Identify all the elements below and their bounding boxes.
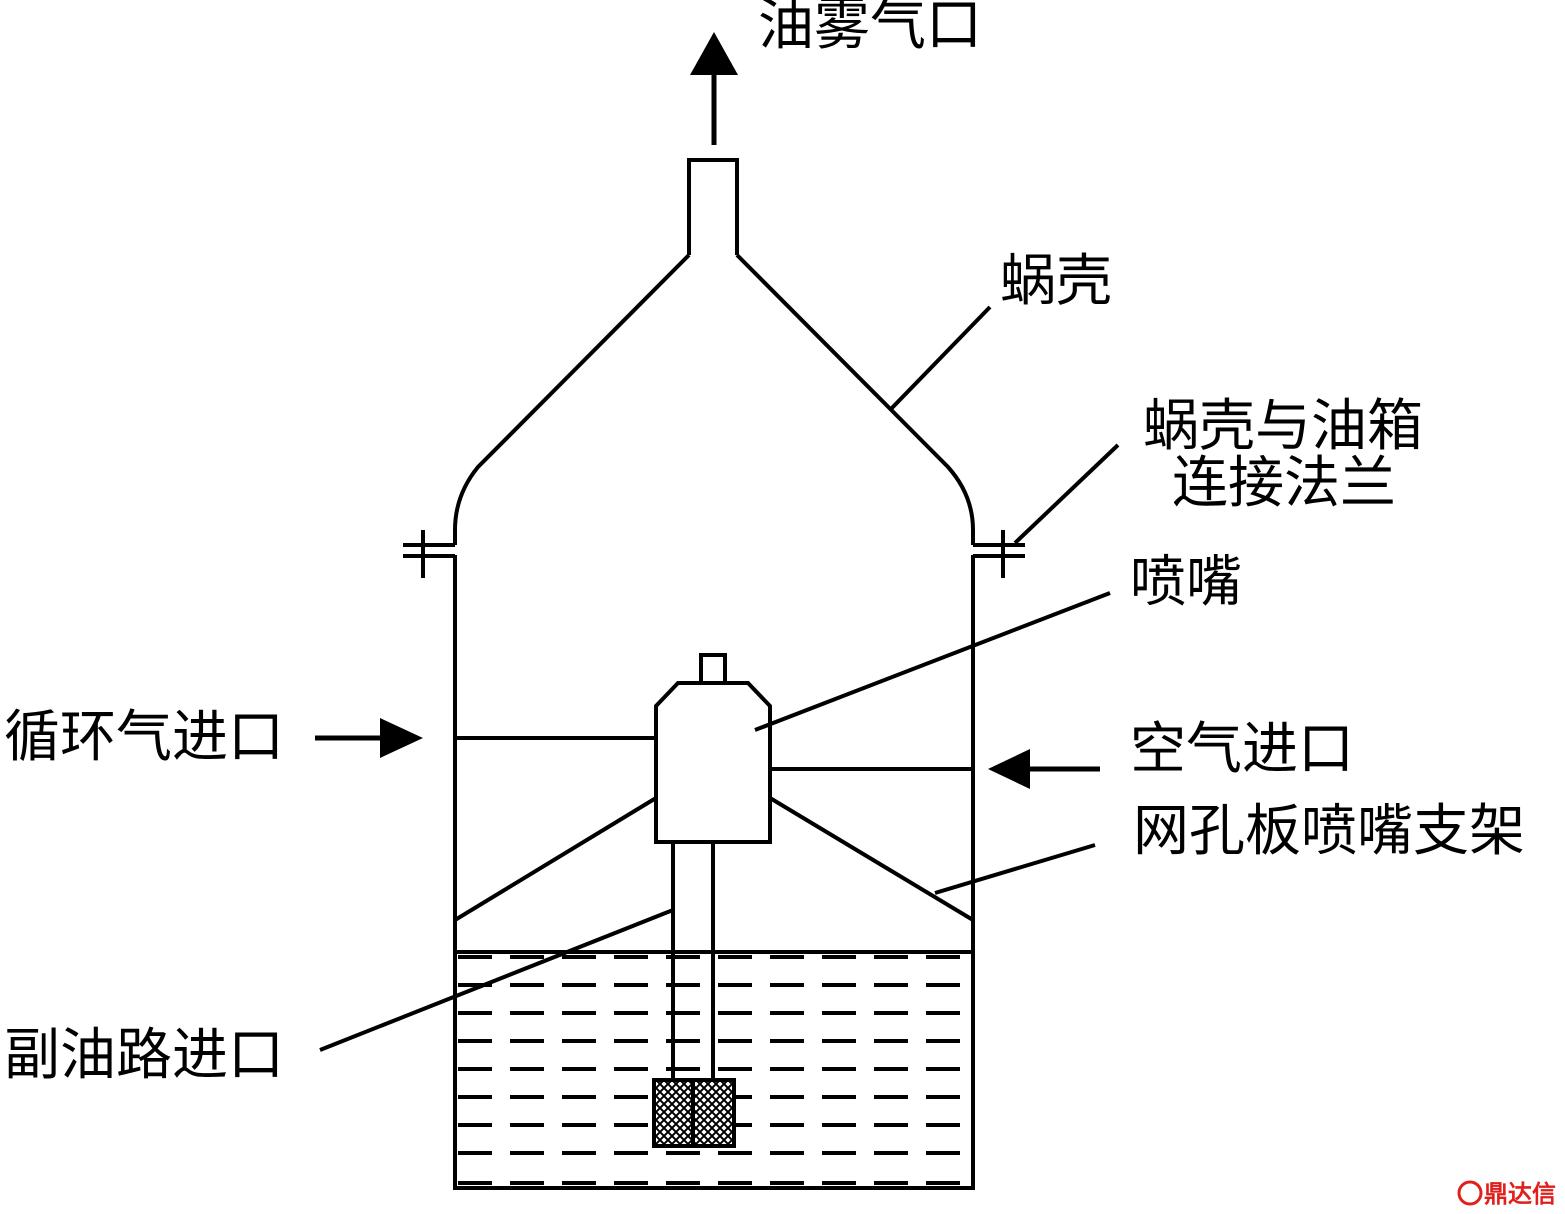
nozzle-bracket-label: 网孔板喷嘴支架 (1133, 799, 1525, 864)
oil-tank (453, 555, 975, 1190)
nozzle-leader (754, 591, 1111, 732)
flange-label-line1: 蜗壳与油箱 (1143, 394, 1423, 459)
volute-shell (453, 253, 691, 545)
nozzle (654, 653, 772, 844)
volute-label: 蜗壳 (1000, 249, 1112, 314)
right-flange (973, 530, 1025, 578)
flange-label-line2: 连接法兰 (1172, 451, 1396, 516)
air-inlet-label: 空气进口 (1130, 717, 1354, 782)
flange-leader (1013, 443, 1120, 545)
oil-bath (455, 950, 973, 1185)
air-inlet-arrow (988, 749, 1100, 789)
svg-text:鼎达信: 鼎达信 (1484, 1180, 1556, 1208)
bracket-leader (934, 843, 1096, 895)
mesh-support-right (768, 796, 975, 922)
aux-oil-inlet-label: 副油路进口 (4, 1023, 284, 1088)
mesh-support-left (453, 796, 658, 922)
nozzle-label: 喷嘴 (1130, 550, 1242, 615)
recirc-inlet-arrow (315, 718, 423, 758)
aux-oil-leader (319, 908, 674, 1052)
outlet-arrow (690, 32, 738, 145)
watermark-logo: 鼎达信 (1457, 1180, 1556, 1208)
oil-mist-outlet-label: 油雾气口 (758, 0, 982, 58)
volute-leader (888, 305, 992, 412)
left-flange (403, 530, 455, 578)
outlet-pipe (687, 158, 739, 255)
recirc-inlet-label: 循环气进口 (4, 705, 284, 770)
volute-shell-right (735, 253, 975, 545)
